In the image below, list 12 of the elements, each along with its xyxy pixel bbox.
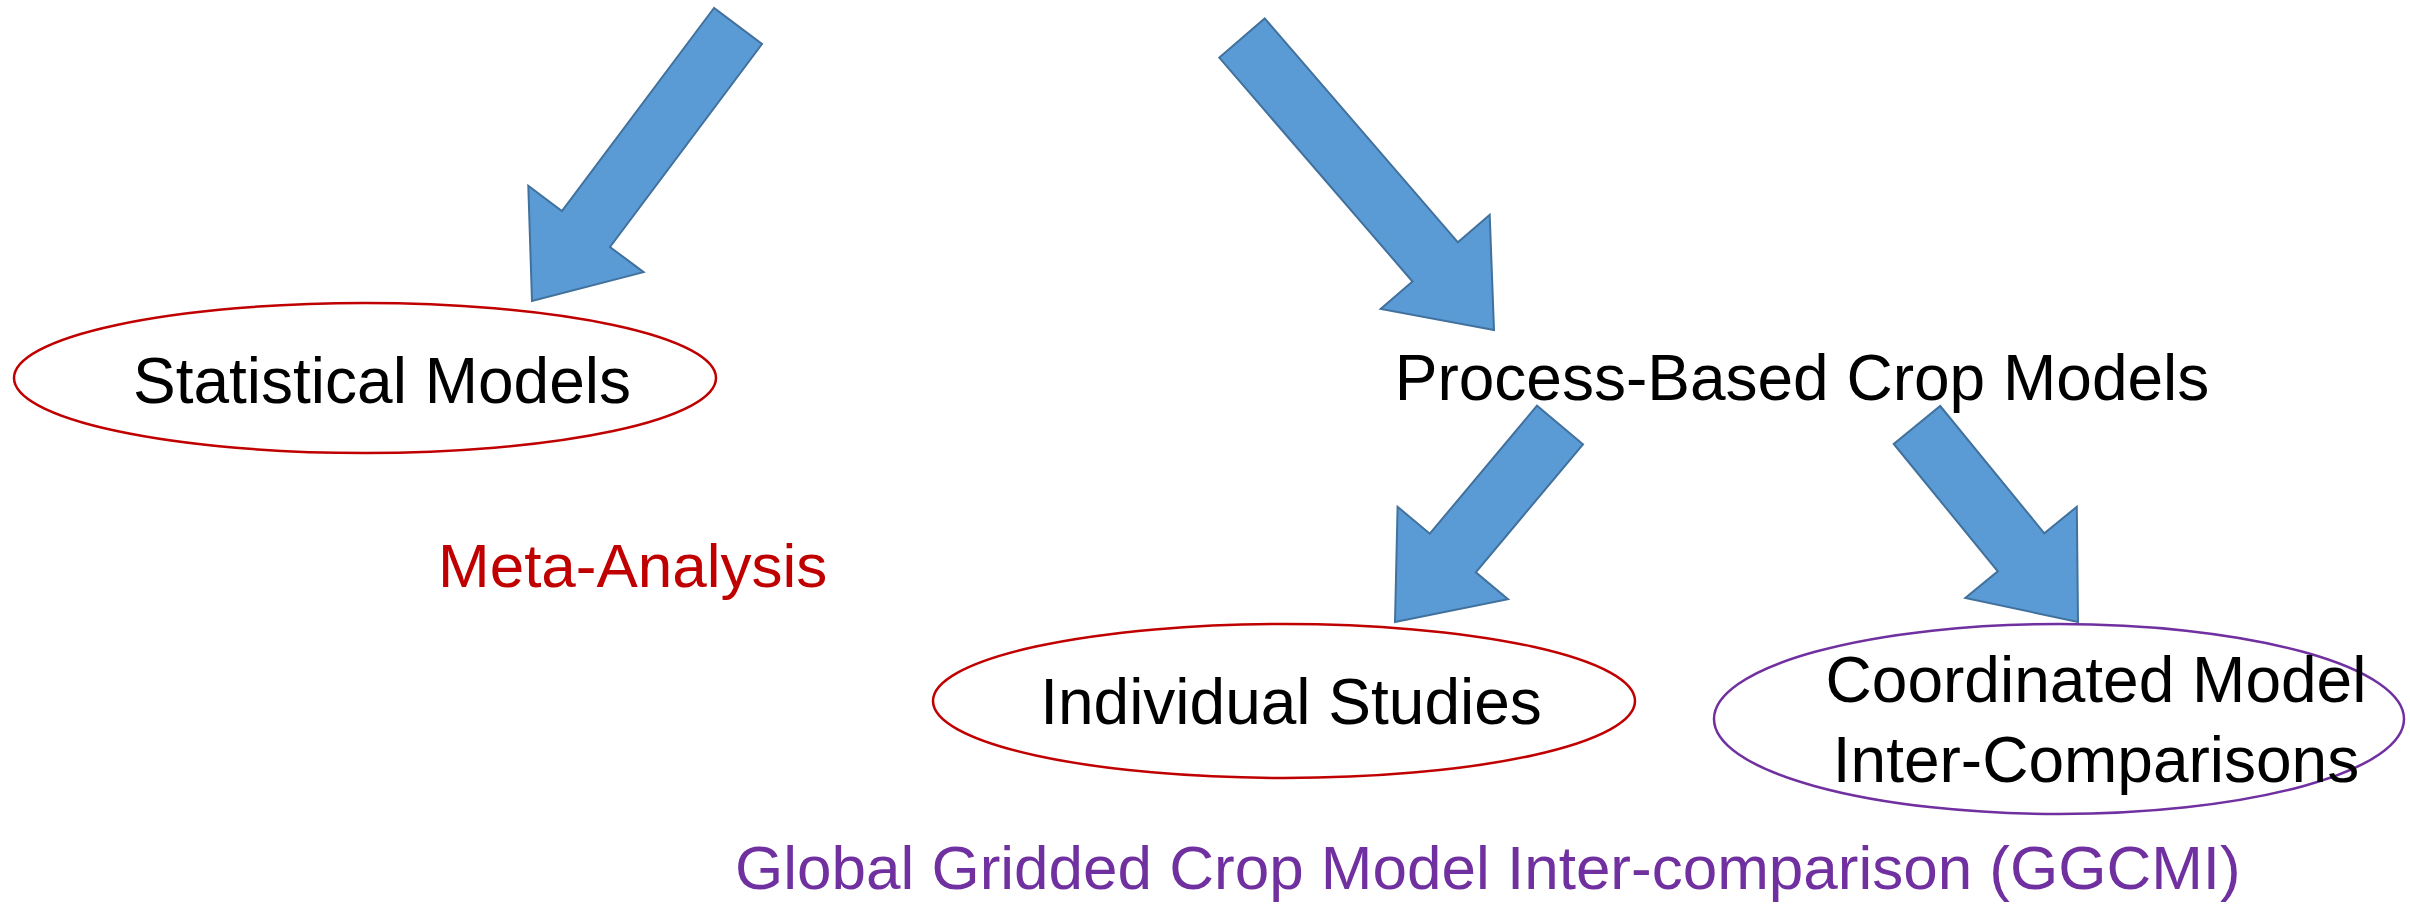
node-label: Process-Based Crop Models — [1393, 341, 2211, 416]
oval-node — [12, 301, 719, 456]
block-arrow — [1892, 404, 2079, 624]
block-arrow — [1393, 404, 1585, 624]
caption-text: Meta-Analysis — [438, 530, 828, 602]
block-arrow — [527, 6, 764, 303]
caption-text: Global Gridded Crop Model Inter-comparison (GGCMI) — [735, 832, 2241, 904]
block-arrow — [1217, 17, 1496, 332]
node-label: Individual Studies — [1039, 665, 1543, 740]
node-label: Statistical Models — [132, 344, 632, 419]
oval-node — [931, 622, 1638, 781]
node-label: Coordinated Model Inter-Comparisons — [1824, 643, 2368, 798]
